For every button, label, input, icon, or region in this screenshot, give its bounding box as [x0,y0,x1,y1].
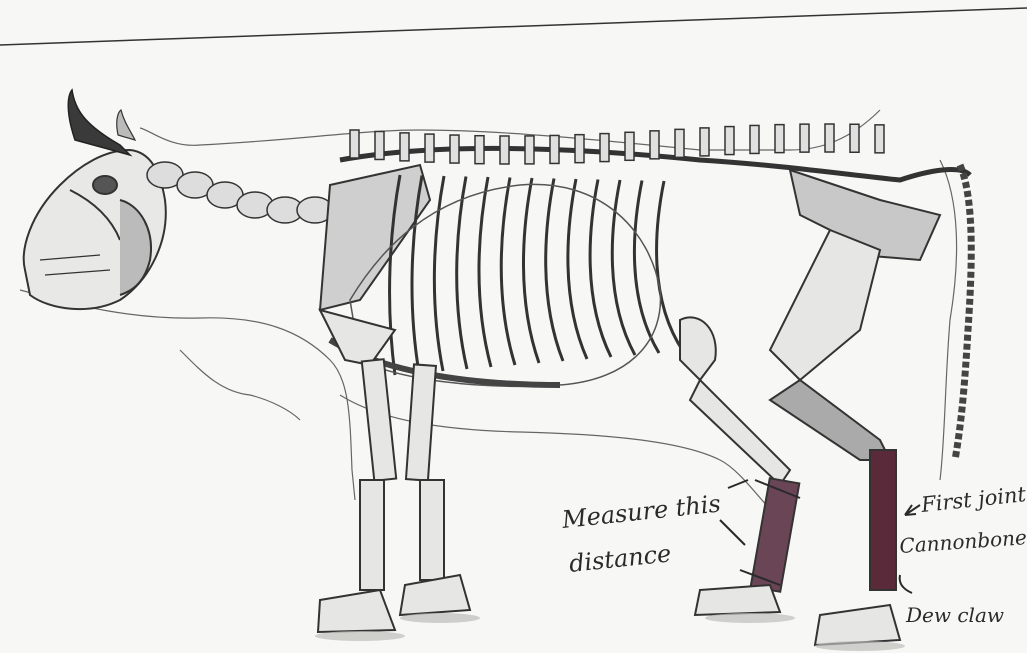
dorsal-spine [600,134,609,162]
hind-legs [680,230,900,645]
rib [434,176,444,371]
dorsal-spine [425,134,434,162]
first-joint-label: First joint [919,482,1027,517]
dorsal-spine [725,127,734,155]
dorsal-spine [375,131,384,159]
dorsal-spine [550,135,559,163]
dorsal-spine [475,136,484,164]
dew-claw-label: Dew claw [905,603,1004,627]
rib-cage [390,175,683,375]
measure-label-line2: distance [568,539,673,578]
dorsal-spine [625,132,634,160]
neck-vertebrae [147,162,333,223]
rib [479,177,491,367]
dorsal-spine [400,133,409,161]
dorsal-spine [575,135,584,163]
dorsal-spine [350,130,359,158]
tail-vertebrae [955,165,971,460]
dorsal-spine [775,125,784,153]
rib [612,180,635,355]
rib [546,179,563,362]
dorsal-spine [650,131,659,159]
rib [501,178,515,366]
dorsal-spine [850,124,859,152]
dorsal-spine [875,125,884,153]
skull [24,150,166,309]
measure-pointer-upper [728,480,748,488]
dorsal-spine [825,124,834,152]
rib [568,179,587,359]
dorsal-spine [525,136,534,164]
dorsal-spine [700,128,709,156]
dorsal-spine [500,136,509,164]
measure-label-line1: Measure this [560,489,722,534]
dew-claw-pointer [900,575,912,593]
dorsal-spine [800,124,809,152]
first-joint-arrowhead [905,505,916,515]
rib [523,178,539,363]
spine [340,124,970,180]
measure-pointer-lower [720,520,745,545]
cannonbone-label: Cannonbone [899,525,1027,558]
rib [457,177,467,370]
dorsal-spine [750,125,759,153]
page-top-edge [0,8,1027,45]
horn-right [117,110,135,140]
dorsal-spine [450,135,459,163]
dorsal-spine [675,129,684,157]
